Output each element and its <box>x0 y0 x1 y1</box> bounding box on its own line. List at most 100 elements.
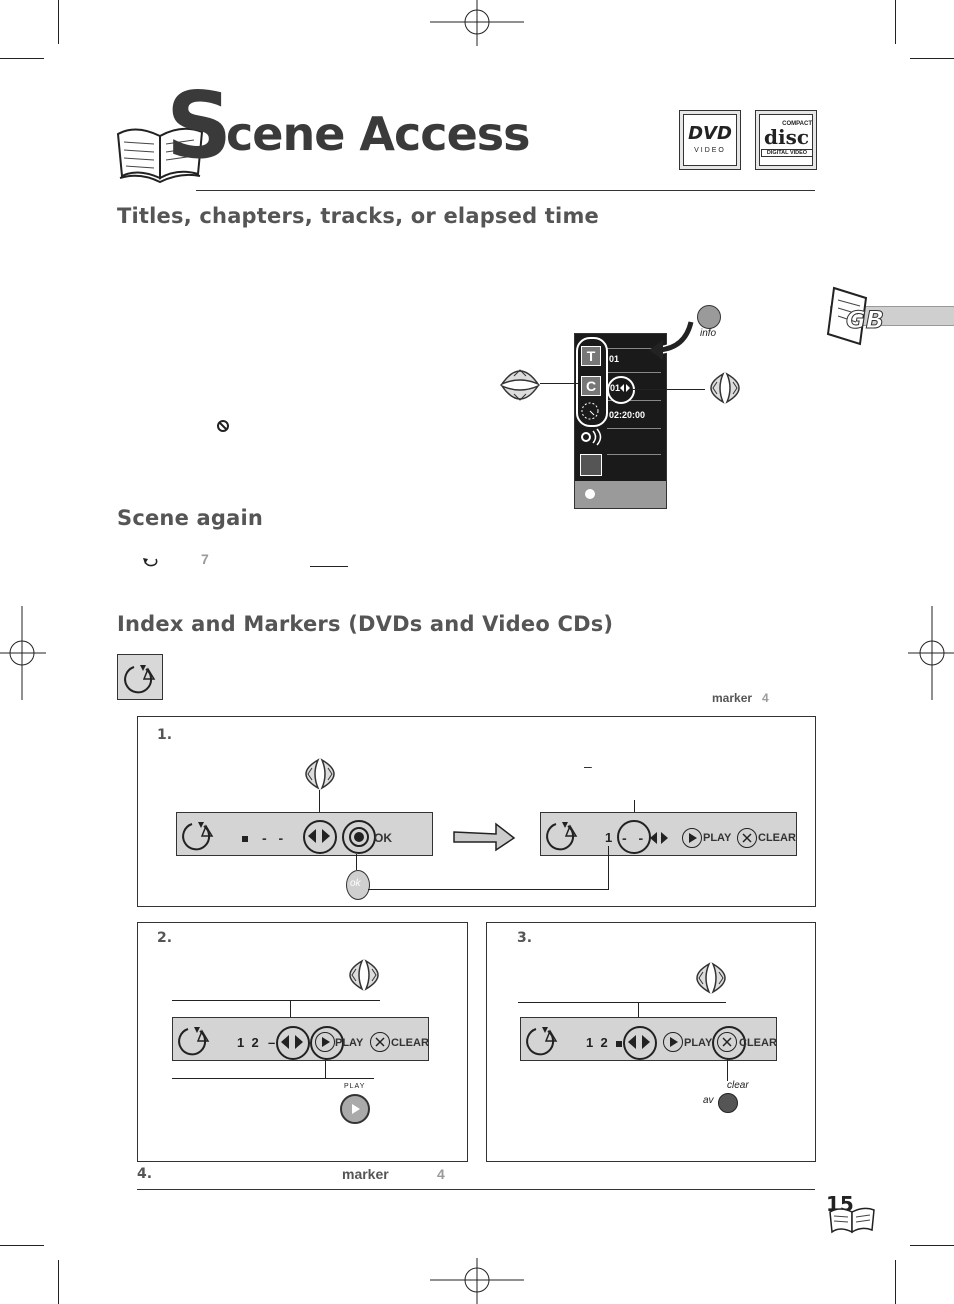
clear-circle-icon <box>737 828 757 848</box>
marker-number: 1 <box>605 830 613 845</box>
header-rule <box>196 190 815 191</box>
connector-line <box>727 1059 728 1081</box>
underline-rule <box>310 566 348 567</box>
up-down-button-icon <box>500 369 540 401</box>
connector-line <box>290 1000 291 1017</box>
right-arrow-icon <box>453 822 516 852</box>
ok-ring <box>349 827 369 847</box>
section-heading-titles: Titles, chapters, tracks, or elapsed tim… <box>117 204 599 228</box>
connector-line <box>319 790 320 812</box>
play-remote-button <box>340 1094 370 1124</box>
connector-line <box>608 846 609 890</box>
connector-line <box>325 1059 326 1078</box>
play-label: PLAY <box>335 1037 364 1049</box>
arrows-highlight <box>303 820 337 854</box>
page-title-initial: S <box>166 72 233 179</box>
clear-remote-button <box>718 1093 738 1113</box>
replay-icon <box>143 558 158 567</box>
section-heading-index-markers: Index and Markers (DVDs and Video CDs) <box>117 612 614 636</box>
page-title: cene Access <box>226 107 531 161</box>
play-remote-label: PLAY <box>344 1083 366 1090</box>
crop-mark <box>910 1245 954 1246</box>
arrows-highlight <box>276 1026 310 1060</box>
marker-dash: – <box>268 1035 276 1050</box>
marker-numbers: 1 2 <box>586 1035 608 1050</box>
dvd-video-logo: DVD VIDEO <box>679 110 741 170</box>
info-button-icon <box>697 305 721 329</box>
connector-line <box>172 1078 374 1079</box>
play-highlight <box>310 1026 344 1060</box>
crop-mark <box>895 0 896 44</box>
marker-key: 4 <box>762 691 769 705</box>
clear-highlight <box>712 1026 746 1060</box>
clear-circle-icon <box>717 1032 737 1052</box>
marker-icon <box>546 822 578 851</box>
osd-title-icon: T <box>581 346 601 366</box>
av-remote-label: av <box>703 1095 714 1106</box>
step4-marker-word: marker <box>342 1166 389 1182</box>
clear-remote-label: clear <box>727 1080 749 1091</box>
clear-circle-icon <box>370 1032 390 1052</box>
left-right-arrows-icon <box>308 829 330 843</box>
prohibited-icon <box>217 420 229 432</box>
step4-marker-key: 4 <box>437 1166 445 1182</box>
registration-target-icon <box>908 606 954 700</box>
connector-line <box>356 854 357 870</box>
play-circle-icon <box>315 1032 335 1052</box>
left-right-button-icon <box>696 962 726 994</box>
marker-icon <box>526 1027 558 1056</box>
marker-function-icon <box>117 654 163 700</box>
step1-box <box>137 716 816 907</box>
play-circle-icon <box>663 1032 683 1052</box>
osd-chapter-highlight <box>607 376 635 404</box>
osd-time-value: 02:20:00 <box>609 410 646 420</box>
registration-target-icon <box>430 1258 524 1304</box>
crop-mark <box>0 1245 44 1246</box>
step4-number: 4. <box>137 1166 153 1182</box>
marker-icon <box>182 822 214 851</box>
marker-word: marker <box>712 691 753 705</box>
step1-number: 1. <box>157 727 173 743</box>
connector-line <box>638 1002 639 1017</box>
marker-numbers: 1 2 <box>237 1035 259 1050</box>
language-label: GB <box>846 306 885 335</box>
play-circle-icon <box>682 828 702 848</box>
clear-label: CLEAR <box>391 1037 429 1049</box>
step3-number: 3. <box>517 930 533 946</box>
osd-chapter-icon: C <box>581 376 601 396</box>
crop-mark <box>0 58 44 59</box>
clear-label: CLEAR <box>739 1037 777 1049</box>
osd-title-value: 01 <box>609 354 620 364</box>
slots-highlight <box>617 820 651 854</box>
osd-chapter-value: 01 <box>610 383 621 393</box>
ok-dot <box>354 832 364 842</box>
left-right-button-icon <box>710 372 740 404</box>
left-right-button-icon <box>349 959 379 991</box>
connector-line <box>518 1002 726 1003</box>
osd-subtitle-icon <box>580 454 602 476</box>
crop-mark <box>58 0 59 44</box>
connector-line <box>633 389 705 390</box>
left-right-arrows-icon <box>628 1035 650 1049</box>
osd-clock-icon <box>581 402 599 420</box>
arrows-highlight <box>623 1026 657 1060</box>
play-label: PLAY <box>684 1037 713 1049</box>
marker-slot-filled <box>616 1041 622 1047</box>
marker-slots-empty: - - <box>622 830 648 846</box>
osd-selection-oval <box>576 337 608 427</box>
marker-slots-empty: - - <box>262 830 288 846</box>
scene-again-key: 7 <box>201 551 209 567</box>
ok-remote-button <box>346 870 370 900</box>
ok-highlight <box>342 820 376 854</box>
footer-rule <box>137 1189 815 1190</box>
clear-label: CLEAR <box>758 832 796 844</box>
registration-target-icon <box>430 0 524 46</box>
open-book-icon <box>116 127 204 184</box>
connector-line <box>172 1000 380 1001</box>
compact-disc-digital-video-logo: COMPACT disc DIGITAL VIDEO <box>755 110 817 170</box>
left-right-arrows-icon <box>281 1035 303 1049</box>
play-label: PLAY <box>703 832 732 844</box>
crop-mark <box>58 1260 59 1304</box>
chevron-left-right-small-icon <box>620 384 630 392</box>
connector-line <box>368 889 609 890</box>
